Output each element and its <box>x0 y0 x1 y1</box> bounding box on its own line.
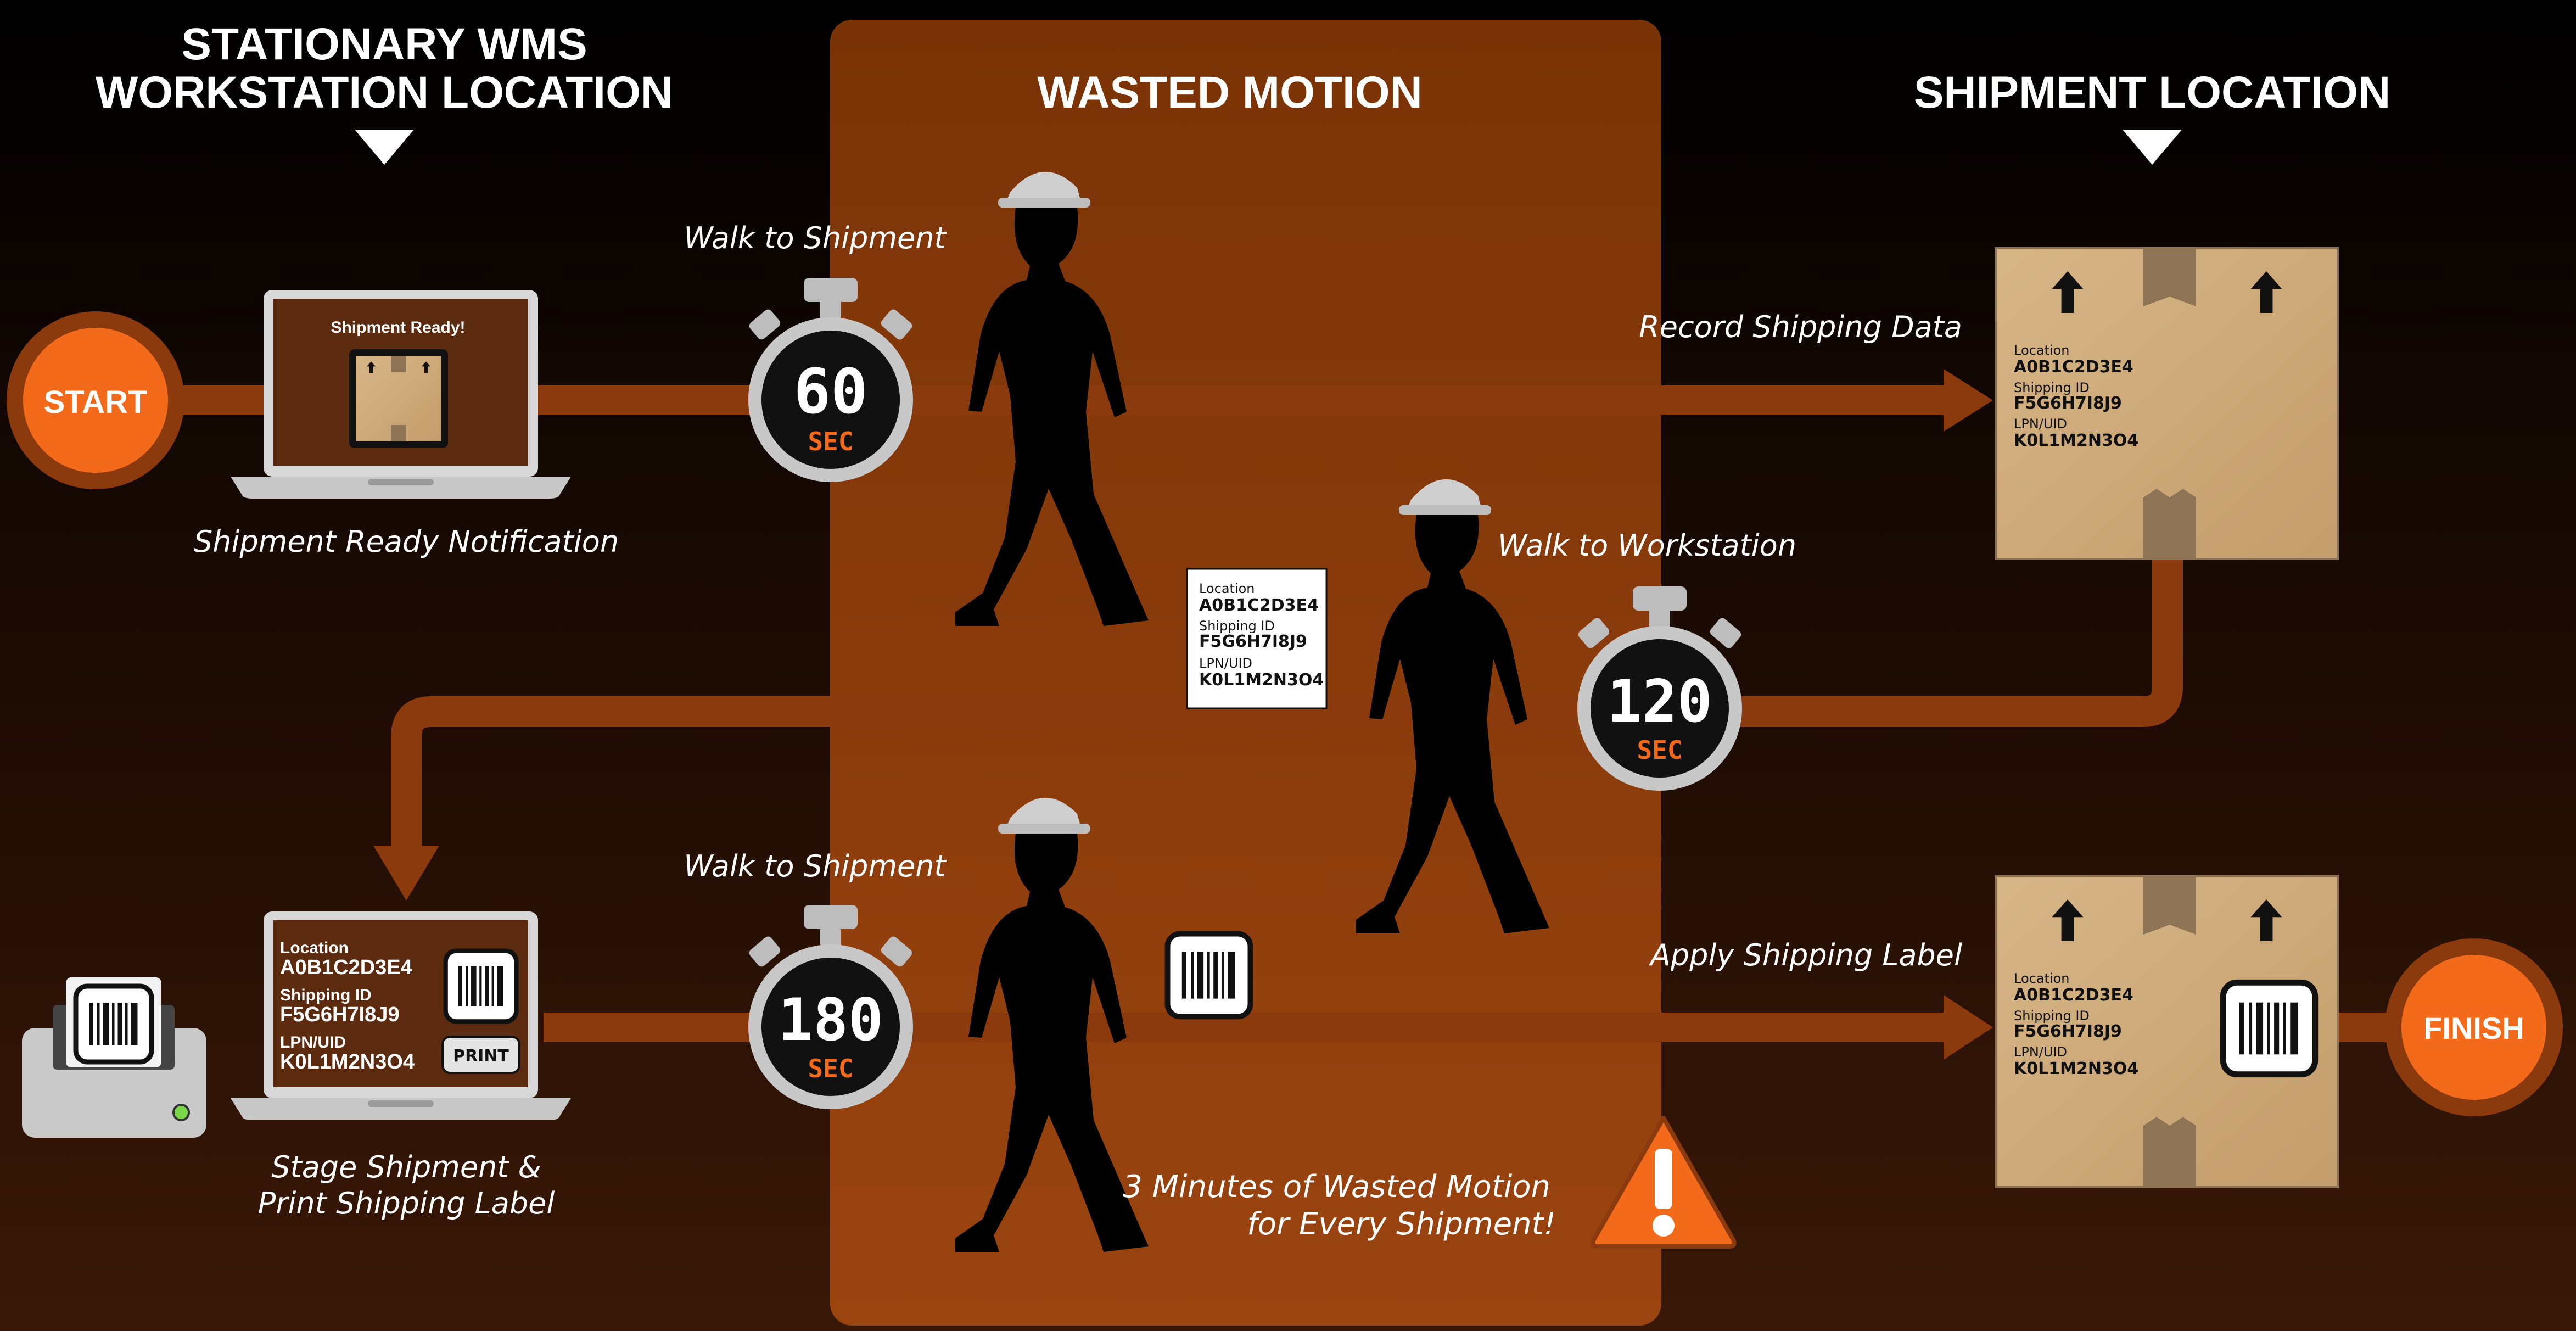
header-wasted-motion: WASTED MOTION <box>1037 68 1423 118</box>
laptop-top-screen-title: Shipment Ready! <box>331 318 465 337</box>
box-top-lpn-value: K0L1M2N3O4 <box>2014 431 2138 450</box>
header-workstation-line1: STATIONARY WMS <box>181 19 587 69</box>
finish-label: FINISH <box>2423 1011 2524 1045</box>
caption-warning-line2: for Every Shipment! <box>1247 1206 1556 1242</box>
stopwatch-walk-to-shipment-1: 60 SEC <box>748 278 913 482</box>
stopwatch-walk-to-workstation: 120 SEC <box>1577 586 1742 791</box>
caption-record-shipping-data: Record Shipping Data <box>1639 310 1962 344</box>
laptop-bottom: Location A0B1C2D3E4 Shipping ID F5G6H7I8… <box>231 911 571 1120</box>
timer-3-value: 180 <box>778 986 883 1054</box>
timer-1-unit: SEC <box>808 427 853 456</box>
box-top-shipping-id-label: Shipping ID <box>2014 380 2090 395</box>
sheet-location-label: Location <box>1199 581 1255 596</box>
caption-stage-line1: Stage Shipment & <box>271 1150 541 1184</box>
sheet-shipping-id-value: F5G6H7I8J9 <box>1199 632 1307 651</box>
caption-shipment-ready: Shipment Ready Notification <box>194 524 619 559</box>
header-shipment-location: SHIPMENT LOCATION <box>1914 68 2391 165</box>
box-bottom-lpn-label: LPN/UID <box>2014 1044 2067 1060</box>
caption-walk-to-shipment-1: Walk to Shipment <box>684 221 947 255</box>
start-label: START <box>43 384 147 420</box>
sheet-lpn-value: K0L1M2N3O4 <box>1199 670 1324 690</box>
finish-badge: FINISH <box>2385 938 2563 1116</box>
header-workstation-line2: WORKSTATION LOCATION <box>96 68 673 118</box>
return-flow-arrowhead <box>373 846 439 901</box>
caption-walk-to-workstation: Walk to Workstation <box>1498 528 1796 563</box>
print-button[interactable]: PRINT <box>441 1036 520 1074</box>
laptop-lpn-value: K0L1M2N3O4 <box>280 1050 415 1073</box>
laptop-location-label: Location <box>280 939 349 957</box>
applied-label-barcode-icon <box>2223 982 2315 1074</box>
laptop-lpn-label: LPN/UID <box>280 1033 346 1052</box>
caption-walk-to-shipment-2: Walk to Shipment <box>684 849 947 883</box>
return-flow-line <box>391 555 2183 857</box>
laptop-top: Shipment Ready! <box>231 290 571 499</box>
shipment-box-top: Location A0B1C2D3E4 Shipping ID F5G6H7I8… <box>1995 247 2339 560</box>
sheet-lpn-label: LPN/UID <box>1199 656 1252 671</box>
bottom-flow-arrowhead <box>1944 995 1993 1060</box>
start-badge: START <box>7 311 184 489</box>
header-workstation: STATIONARY WMS WORKSTATION LOCATION <box>96 19 673 165</box>
box-top-lpn-label: LPN/UID <box>2014 416 2067 432</box>
stopwatch-walk-to-shipment-2: 180 SEC <box>748 905 913 1109</box>
box-top-shipping-id-value: F5G6H7I8J9 <box>2014 394 2122 413</box>
laptop-location-value: A0B1C2D3E4 <box>280 956 412 979</box>
caption-stage-line2: Print Shipping Label <box>258 1186 555 1221</box>
shipment-box-bottom: Location A0B1C2D3E4 Shipping ID F5G6H7I8… <box>1995 875 2339 1188</box>
caption-apply-shipping-label: Apply Shipping Label <box>1649 938 1962 972</box>
carried-shipping-label-icon <box>1168 934 1251 1017</box>
laptop-shipping-id-label: Shipping ID <box>280 986 372 1004</box>
header-shipment-location-text: SHIPMENT LOCATION <box>1914 68 2391 118</box>
timer-3-unit: SEC <box>808 1054 853 1083</box>
box-bottom-location-label: Location <box>2014 971 2070 986</box>
sheet-shipping-id-label: Shipping ID <box>1199 618 1275 634</box>
top-flow-arrowhead <box>1944 369 1993 432</box>
timer-1-value: 60 <box>794 356 868 428</box>
laptop-shipping-id-value: F5G6H7I8J9 <box>280 1003 400 1026</box>
timer-2-value: 120 <box>1607 668 1712 735</box>
laptop-barcode-icon <box>446 951 517 1022</box>
box-top-location-value: A0B1C2D3E4 <box>2014 357 2133 377</box>
warning-icon <box>1591 1116 1737 1249</box>
timer-2-unit: SEC <box>1637 735 1682 765</box>
print-button-label: PRINT <box>453 1047 509 1066</box>
printer-icon <box>22 977 206 1138</box>
caption-warning-line1: 3 Minutes of Wasted Motion <box>1123 1169 1550 1205</box>
box-bottom-shipping-id-label: Shipping ID <box>2014 1008 2090 1024</box>
header-workstation-pointer <box>355 130 414 165</box>
box-bottom-location-value: A0B1C2D3E4 <box>2014 986 2133 1005</box>
box-bottom-lpn-value: K0L1M2N3O4 <box>2014 1059 2138 1078</box>
box-bottom-shipping-id-value: F5G6H7I8J9 <box>2014 1022 2122 1041</box>
sheet-location-value: A0B1C2D3E4 <box>1199 596 1319 615</box>
carried-data-sheet: Location A0B1C2D3E4 Shipping ID F5G6H7I8… <box>1186 568 1328 709</box>
header-shipment-pointer <box>2123 130 2182 165</box>
box-top-location-label: Location <box>2014 343 2070 358</box>
